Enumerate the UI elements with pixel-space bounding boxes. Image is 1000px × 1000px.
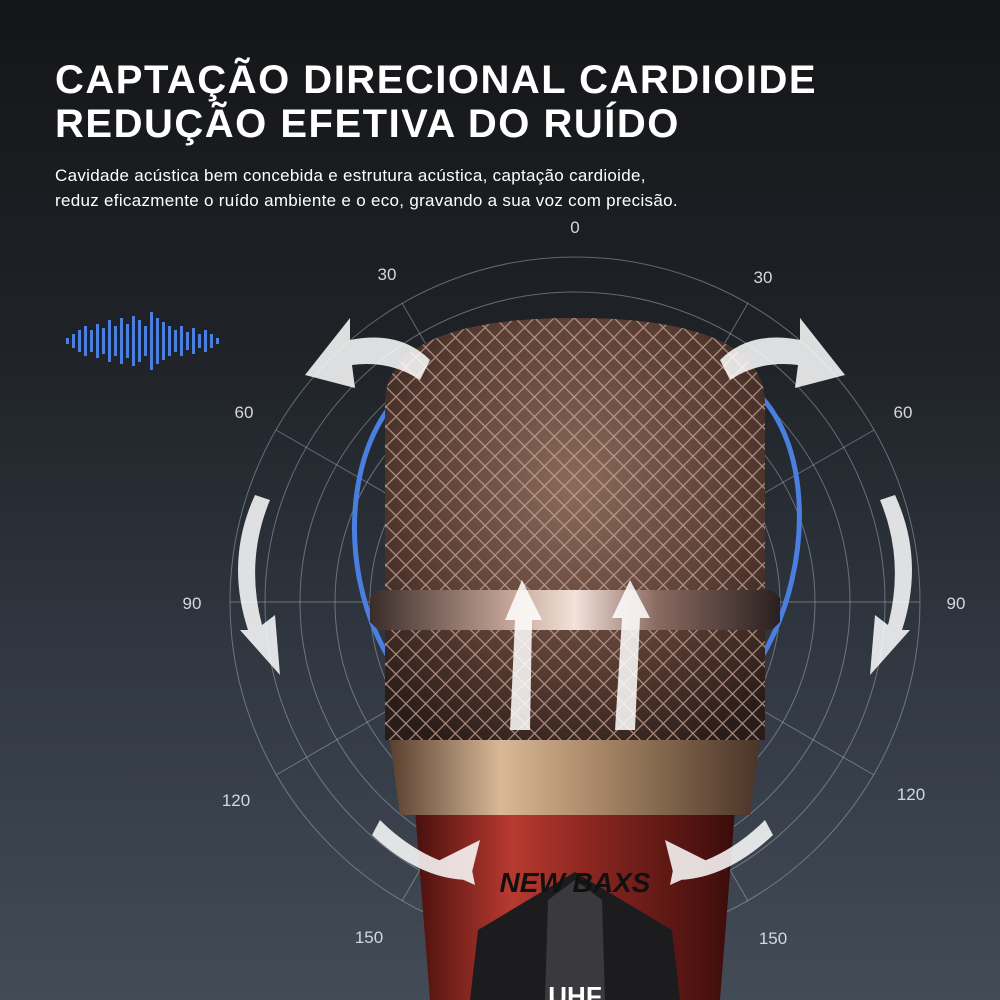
label-right-150: 150	[759, 929, 787, 948]
label-right-60: 60	[894, 403, 913, 422]
label-left-120: 120	[222, 791, 250, 810]
microphone-ring	[370, 590, 780, 630]
headline-line-1: CAPTAÇÃO DIRECIONAL CARDIOIDE	[55, 58, 818, 102]
label-left-90: 90	[183, 594, 202, 613]
brand-logo: NEW BAXS	[500, 867, 651, 898]
description: Cavidade acústica bem concebida e estrut…	[55, 163, 678, 213]
sound-wave-icon	[66, 312, 219, 370]
description-line-1: Cavidade acústica bem concebida e estrut…	[55, 166, 646, 185]
polar-labels: 0 30 30 60 60 90 90 120 120 150 150	[183, 218, 966, 948]
label-left-150: 150	[355, 928, 383, 947]
label-right-90: 90	[947, 594, 966, 613]
arrow-icon	[238, 318, 912, 885]
microphone-collar	[390, 740, 760, 815]
label-left-60: 60	[235, 403, 254, 422]
headline-line-2: REDUÇÃO EFETIVA DO RUÍDO	[55, 102, 680, 146]
headline: CAPTAÇÃO DIRECIONAL CARDIOIDE REDUÇÃO EF…	[55, 58, 817, 146]
label-right-30: 30	[754, 268, 773, 287]
description-line-2: reduz eficazmente o ruído ambiente e o e…	[55, 191, 678, 210]
label-right-120: 120	[897, 785, 925, 804]
label-left-30: 30	[378, 265, 397, 284]
uhf-badge: UHF	[548, 981, 601, 1000]
label-0: 0	[570, 218, 579, 237]
microphone: NEW BAXS UHF	[370, 318, 780, 1000]
